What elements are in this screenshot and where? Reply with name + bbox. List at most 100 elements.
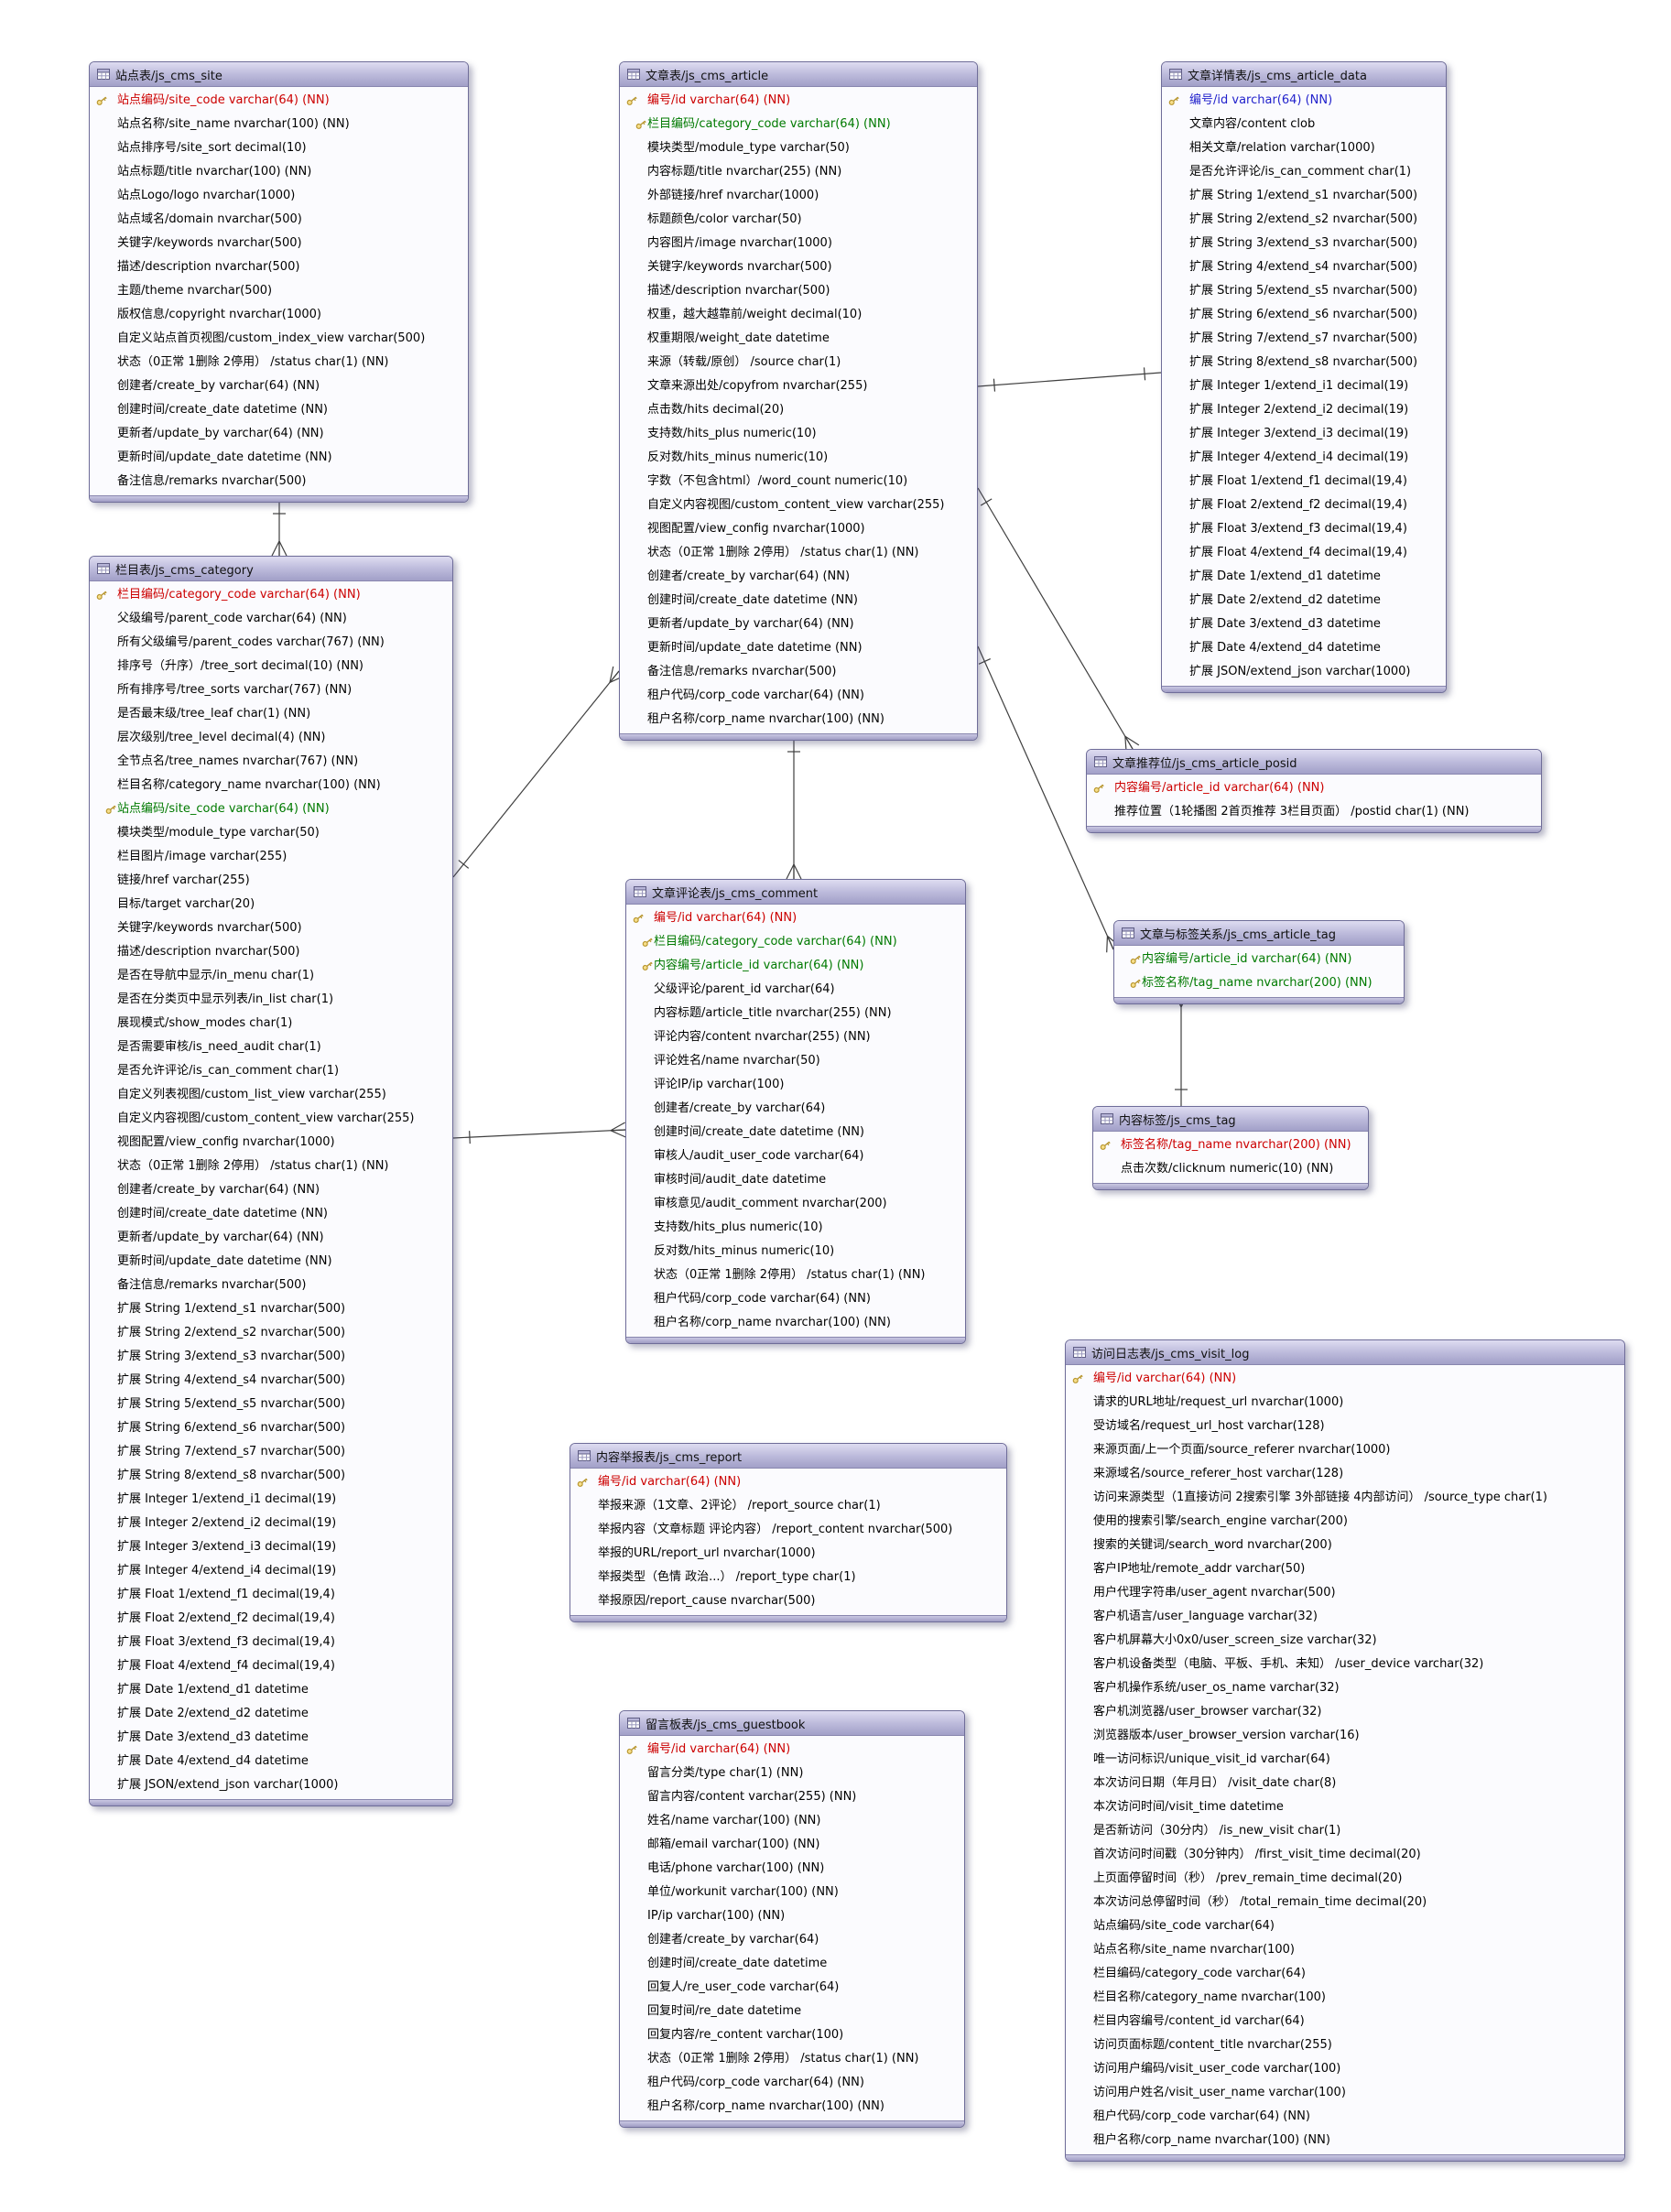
- field-text: 内容编号/article_id varchar(64) (NN): [1114, 781, 1325, 795]
- field-row: 是否新访问（30分内） /is_new_visit char(1): [1066, 1819, 1624, 1843]
- table-comment[interactable]: 文章评论表/js_cms_comment 编号/id varchar(64) (N…: [625, 879, 966, 1344]
- field-text: 扩展 String 4/extend_s4 nvarchar(500): [1189, 260, 1418, 274]
- table-footer: [1114, 997, 1404, 1003]
- field-text: 审核时间/audit_date datetime: [654, 1173, 827, 1187]
- table-report[interactable]: 内容举报表/js_cms_report 编号/id varchar(64) (NN…: [570, 1443, 1007, 1622]
- field-text: 租户名称/corp_name nvarchar(100) (NN): [654, 1316, 891, 1329]
- table-header[interactable]: 栏目表/js_cms_category: [90, 557, 452, 581]
- field-row: 更新时间/update_date datetime (NN): [620, 636, 977, 660]
- field-text: 备注信息/remarks nvarchar(500): [647, 665, 837, 678]
- field-text: 站点编码/site_code varchar(64) (NN): [117, 802, 330, 816]
- field-text: 编号/id varchar(64) (NN): [654, 911, 798, 925]
- field-row: 自定义列表视图/custom_list_view varchar(255): [90, 1083, 452, 1107]
- cardinality-crowfoot: [609, 666, 614, 683]
- table-header[interactable]: 留言板表/js_cms_guestbook: [620, 1711, 964, 1736]
- table-body: 栏目编码/category_code varchar(64) (NN) 父级编号/…: [90, 581, 452, 1799]
- field-row: 排序号（升序）/tree_sort decimal(10) (NN): [90, 655, 452, 678]
- field-row: 使用的搜索引擎/search_engine varchar(200): [1066, 1510, 1624, 1534]
- field-row: 所有排序号/tree_sorts varchar(767) (NN): [90, 678, 452, 702]
- field-text: 内容标题/article_title nvarchar(255) (NN): [654, 1006, 892, 1020]
- field-row: 支持数/hits_plus numeric(10): [620, 422, 977, 446]
- table-header[interactable]: 文章评论表/js_cms_comment: [626, 880, 965, 905]
- table-footer: [1087, 826, 1541, 832]
- field-text: 扩展 JSON/extend_json varchar(1000): [117, 1778, 339, 1792]
- field-text: 搜索的关键词/search_word nvarchar(200): [1093, 1538, 1332, 1552]
- field-text: 站点编码/site_code varchar(64): [1093, 1919, 1275, 1933]
- field-text: 扩展 Integer 4/extend_i4 decimal(19): [117, 1564, 337, 1578]
- field-row: 描述/description nvarchar(500): [620, 279, 977, 303]
- field-row: 举报类型（色情 政治...） /report_type char(1): [570, 1566, 1006, 1589]
- table-icon: [97, 69, 110, 80]
- field-row: 评论IP/ip varchar(100): [626, 1073, 965, 1097]
- field-text: 栏目编码/category_code varchar(64) (NN): [117, 588, 361, 602]
- table-article_posid[interactable]: 文章推荐位/js_cms_article_posid 内容编号/article_i…: [1086, 749, 1542, 833]
- foreign-key-icon: [1114, 953, 1142, 966]
- field-text: 自定义内容视图/custom_content_view varchar(255): [117, 1111, 415, 1125]
- field-row: 模块类型/module_type varchar(50): [620, 136, 977, 160]
- table-header[interactable]: 文章表/js_cms_article: [620, 62, 977, 87]
- field-text: 扩展 String 6/extend_s6 nvarchar(500): [1189, 308, 1418, 321]
- field-text: 唯一访问标识/unique_visit_id varchar(64): [1093, 1752, 1330, 1766]
- field-text: 用户代理字符串/user_agent nvarchar(500): [1093, 1586, 1336, 1599]
- table-title: 站点表/js_cms_site: [115, 69, 222, 83]
- table-header[interactable]: 访问日志表/js_cms_visit_log: [1066, 1340, 1624, 1365]
- field-row: 受访域名/request_url_host varchar(128): [1066, 1415, 1624, 1438]
- field-row: 内容编号/article_id varchar(64) (NN): [1087, 776, 1541, 800]
- field-text: 自定义内容视图/custom_content_view varchar(255): [647, 498, 945, 512]
- primary-key-icon: [90, 94, 117, 107]
- field-row: 创建时间/create_date datetime (NN): [90, 398, 468, 422]
- field-text: 模块类型/module_type varchar(50): [117, 826, 320, 840]
- table-header[interactable]: 站点表/js_cms_site: [90, 62, 468, 87]
- field-row: 举报原因/report_cause nvarchar(500): [570, 1589, 1006, 1613]
- cardinality-crowfoot: [610, 1130, 626, 1138]
- table-title: 内容举报表/js_cms_report: [596, 1450, 743, 1465]
- table-header[interactable]: 内容举报表/js_cms_report: [570, 1444, 1006, 1469]
- field-text: 评论内容/content nvarchar(255) (NN): [654, 1030, 871, 1044]
- field-row: 扩展 String 5/extend_s5 nvarchar(500): [90, 1393, 452, 1416]
- field-row: 权重，越大越靠前/weight decimal(10): [620, 303, 977, 327]
- table-footer: [626, 1337, 965, 1343]
- table-header[interactable]: 文章与标签关系/js_cms_article_tag: [1114, 921, 1404, 946]
- field-row: 扩展 Float 1/extend_f1 decimal(19,4): [1162, 470, 1446, 493]
- field-row: 评论内容/content nvarchar(255) (NN): [626, 1025, 965, 1049]
- table-header[interactable]: 文章详情表/js_cms_article_data: [1162, 62, 1446, 87]
- field-row: 栏目名称/category_name nvarchar(100) (NN): [90, 774, 452, 797]
- field-row: 内容编号/article_id varchar(64) (NN): [1114, 948, 1404, 971]
- field-text: 支持数/hits_plus numeric(10): [647, 427, 817, 440]
- primary-key-icon: [1087, 782, 1114, 795]
- table-footer: [1066, 2154, 1624, 2161]
- field-row: 举报的URL/report_url nvarchar(1000): [570, 1542, 1006, 1566]
- field-row: 邮箱/email varchar(100) (NN): [620, 1833, 964, 1857]
- table-title: 文章详情表/js_cms_article_data: [1188, 69, 1367, 83]
- table-body: 编号/id varchar(64) (NN)留言分类/type char(1) …: [620, 1736, 964, 2120]
- field-row: 全节点名/tree_names nvarchar(767) (NN): [90, 750, 452, 774]
- table-icon: [97, 563, 110, 574]
- field-row: 反对数/hits_minus numeric(10): [620, 446, 977, 470]
- field-text: 备注信息/remarks nvarchar(500): [117, 474, 307, 488]
- field-row: 租户名称/corp_name nvarchar(100) (NN): [1066, 2129, 1624, 2152]
- field-row: 备注信息/remarks nvarchar(500): [90, 1274, 452, 1297]
- field-row: 模块类型/module_type varchar(50): [90, 821, 452, 845]
- table-header[interactable]: 文章推荐位/js_cms_article_posid: [1087, 750, 1541, 775]
- field-row: 编号/id varchar(64) (NN): [620, 89, 977, 113]
- field-text: 父级编号/parent_code varchar(64) (NN): [117, 612, 347, 625]
- field-text: 受访域名/request_url_host varchar(128): [1093, 1419, 1325, 1433]
- field-row: 是否在分类页中显示列表/in_list char(1): [90, 988, 452, 1012]
- field-text: 回复时间/re_date datetime: [647, 2004, 802, 2018]
- table-icon: [1073, 1347, 1086, 1358]
- field-text: 站点名称/site_name nvarchar(100) (NN): [117, 117, 350, 131]
- field-text: 描述/description nvarchar(500): [647, 284, 830, 298]
- table-body: 编号/id varchar(64) (NN)举报来源（1文章、2评论） /rep…: [570, 1469, 1006, 1615]
- field-row: 展现模式/show_modes char(1): [90, 1012, 452, 1036]
- table-icon: [1101, 1113, 1113, 1124]
- table-header[interactable]: 内容标签/js_cms_tag: [1093, 1107, 1368, 1132]
- field-text: 电话/phone varchar(100) (NN): [647, 1861, 825, 1875]
